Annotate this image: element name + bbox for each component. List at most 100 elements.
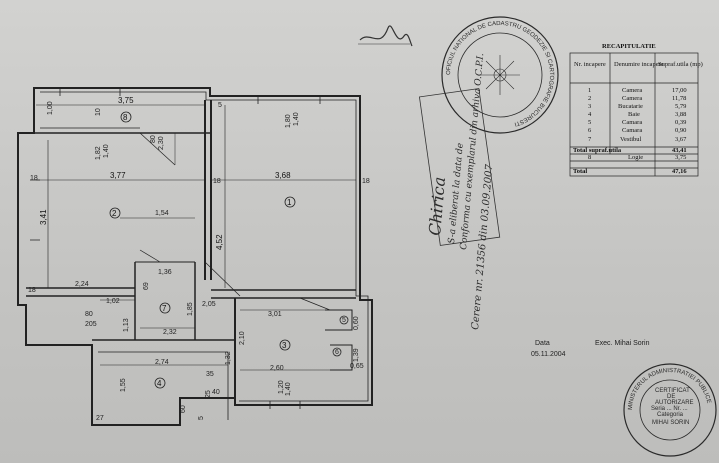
dim-logie-height: 1,00 bbox=[47, 101, 54, 115]
plan-dimensions: 3,75 1,00 3,77 3,41 1,54 2,24 3,68 4,52 … bbox=[28, 96, 370, 422]
auth-stamp-line: Categoria bbox=[657, 412, 684, 418]
dim-closet-060: 0,60 bbox=[353, 316, 360, 330]
room-marker-1 bbox=[284, 196, 296, 208]
room-marker-2 bbox=[109, 207, 121, 219]
recap-row-area: 3,88 bbox=[675, 111, 686, 118]
dim-vest-205b: 205 bbox=[85, 321, 97, 328]
dim-40: 40 bbox=[212, 389, 220, 396]
dim-window-180: 1,80 bbox=[285, 114, 292, 128]
recap-row-area: 5,79 bbox=[675, 103, 686, 110]
recap-row-name: Camera bbox=[622, 95, 642, 102]
recap-table: RECAPITULATIE Nr. incapere Denumire inca… bbox=[569, 43, 703, 177]
dim-bath-155: 1,55 bbox=[120, 378, 127, 392]
recap-row-nr: 1 bbox=[588, 87, 591, 94]
recap-total-label: Total bbox=[573, 168, 587, 175]
recap-row-nr: 2 bbox=[588, 95, 591, 102]
room-marker-8 bbox=[120, 111, 132, 123]
dim-room2-height: 3,41 bbox=[39, 209, 48, 225]
recap-header-name: Denumire incapere bbox=[614, 61, 664, 68]
room-label-5: 5 bbox=[342, 317, 346, 324]
date-value: 05.11.2004 bbox=[531, 351, 566, 358]
recap-row-nr: 7 bbox=[588, 136, 592, 143]
exec-label: Exec. Mihai Sorin bbox=[595, 340, 650, 347]
recap-row-area: 17,00 bbox=[672, 87, 687, 94]
dim-18a: 18 bbox=[30, 175, 38, 182]
recap-row-name: Vestibul bbox=[620, 136, 642, 143]
dim-27: 27 bbox=[96, 415, 104, 422]
dim-room2-inner: 1,54 bbox=[155, 210, 169, 217]
dim-vest-102: 1,02 bbox=[106, 298, 120, 305]
room-label-7: 7 bbox=[162, 304, 167, 313]
recap-total-util-value: 43,41 bbox=[672, 147, 687, 154]
room-markers bbox=[109, 111, 349, 389]
dim-kitchen-210: 2,10 bbox=[239, 331, 246, 345]
recap-row-name: Camara bbox=[622, 119, 642, 126]
room-marker-5 bbox=[339, 315, 349, 325]
dim-closet-065: 0,65 bbox=[350, 363, 364, 370]
recap-header-area: Supraf.utila (mp) bbox=[658, 61, 703, 68]
recap-row-nr: 3 bbox=[588, 103, 591, 110]
recap-logie-name: Logie bbox=[628, 154, 643, 161]
recap-logie-nr: 8 bbox=[588, 154, 591, 161]
room-label-4: 4 bbox=[157, 379, 162, 388]
dim-vest-232: 2,32 bbox=[163, 329, 177, 336]
room-label-2: 2 bbox=[112, 209, 117, 218]
dim-kitchen-260: 2,60 bbox=[270, 365, 284, 372]
recap-row-area: 0,90 bbox=[675, 127, 686, 134]
dim-vest-205: 2,05 bbox=[202, 301, 216, 308]
dim-5: 5 bbox=[198, 416, 205, 420]
dim-18b: 18 bbox=[213, 178, 221, 185]
date-label: Data bbox=[535, 340, 550, 347]
recap-logie-area: 3,75 bbox=[675, 154, 686, 161]
dim-kitchen-140: 1,40 bbox=[285, 382, 292, 396]
dim-vest-185: 1,85 bbox=[187, 302, 194, 316]
auth-stamp-line: DE bbox=[667, 394, 675, 400]
dim-kitchen-301: 3,01 bbox=[268, 311, 282, 318]
dim-door-230: 2,30 bbox=[158, 136, 165, 150]
recap-row-name: Baie bbox=[628, 111, 640, 118]
archive-stamp: Conforma cu exemplarul din arhiva O.C.P.… bbox=[418, 53, 501, 330]
recap-total-util-label: Total supraf.utila bbox=[573, 147, 622, 154]
dim-18c: 18 bbox=[362, 178, 370, 185]
room-marker-6 bbox=[332, 347, 342, 357]
dim-bath-35: 35 bbox=[206, 371, 214, 378]
dim-vest-80: 80 bbox=[85, 311, 93, 318]
dim-113: 1,13 bbox=[123, 318, 130, 332]
recap-row-nr: 4 bbox=[588, 111, 592, 118]
recap-title: RECAPITULATIE bbox=[602, 43, 656, 50]
archive-signature: Chirica bbox=[425, 176, 449, 236]
recap-row-nr: 6 bbox=[588, 127, 592, 134]
dim-kitchen-132: 1,32 bbox=[225, 351, 232, 365]
dim-room2-bottom: 2,24 bbox=[75, 281, 89, 288]
footer: Data 05.11.2004 Exec. Mihai Sorin bbox=[531, 340, 650, 358]
recap-row-area: 11,78 bbox=[672, 95, 686, 102]
dim-room1-height: 4,52 bbox=[215, 234, 224, 250]
dim-60: 60 bbox=[180, 405, 187, 413]
recap-row-name: Camara bbox=[622, 127, 642, 134]
dim-closet-139: 1,39 bbox=[353, 348, 360, 362]
authorization-stamp: MINISTERUL ADMINISTRATIEI PUBLICE CERTIF… bbox=[623, 363, 717, 457]
dim-kitchen-120: 1,20 bbox=[278, 380, 285, 394]
dim-room2-width: 3,77 bbox=[110, 171, 126, 180]
dim-10: 10 bbox=[95, 108, 102, 116]
room-label-3: 3 bbox=[282, 341, 287, 350]
dim-18d: 18 bbox=[28, 287, 36, 294]
recap-total-value: 47,16 bbox=[672, 168, 687, 175]
recap-row-name: Bucatarie bbox=[618, 103, 643, 110]
room-labels: 8 2 1 3 4 7 5 6 bbox=[112, 113, 346, 388]
dim-logie-width: 3,75 bbox=[118, 96, 134, 105]
dim-69: 69 bbox=[143, 282, 150, 290]
room-label-6: 6 bbox=[335, 349, 339, 356]
floor-plan bbox=[17, 87, 373, 426]
recap-rows: 1 Camera 17,00 2 Camera 11,78 3 Bucatari… bbox=[588, 87, 687, 143]
auth-stamp-line: CERTIFICAT bbox=[655, 388, 690, 394]
dim-bath-274: 2,74 bbox=[155, 359, 169, 366]
dim-room1-width: 3,68 bbox=[275, 171, 291, 180]
auth-stamp-line: Seria ... Nr. ... bbox=[651, 406, 688, 412]
dim-5b: 5 bbox=[218, 102, 222, 109]
room-label-1: 1 bbox=[287, 198, 292, 207]
recap-row-nr: 5 bbox=[588, 119, 591, 126]
dim-door-80: 80 bbox=[150, 135, 157, 143]
recap-row-area: 0,39 bbox=[675, 119, 686, 126]
